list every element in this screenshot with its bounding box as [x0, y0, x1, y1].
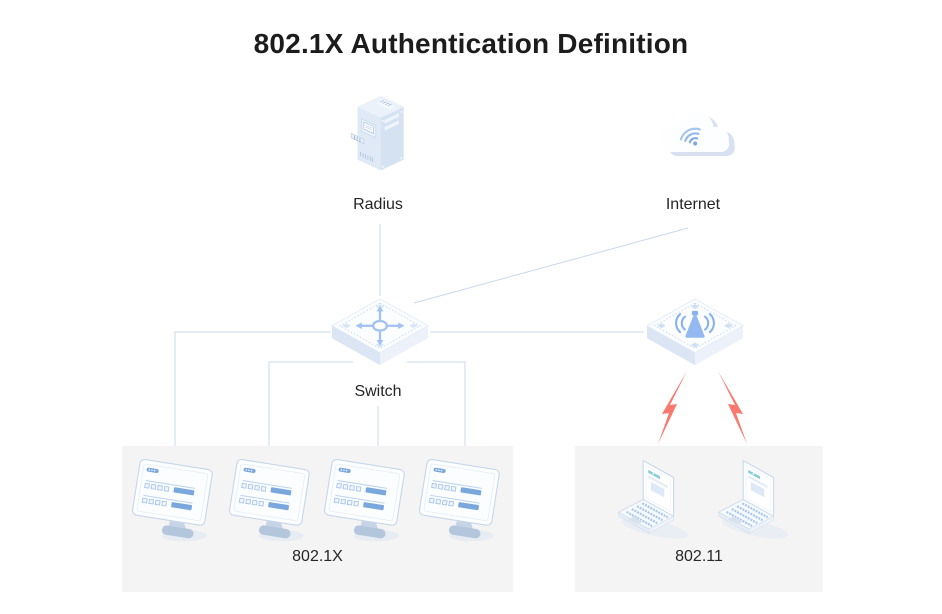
switch-crossarrows-icon [331, 298, 429, 366]
desktop-monitor-icon [323, 458, 405, 542]
node-switch [330, 297, 430, 368]
desktop-monitor-icon [131, 458, 213, 542]
wireless-ap-icon [646, 298, 744, 366]
wireless-group-label: 802.11 [675, 548, 723, 565]
wired-group-panel: 802.1X [122, 446, 513, 592]
cloud-wifi-icon [662, 111, 735, 156]
desktop-monitor-icon [228, 458, 310, 542]
radius-label: Radius [353, 196, 403, 213]
antenna-icon [675, 310, 715, 338]
node-radius [348, 89, 410, 185]
server-tower-icon [350, 96, 405, 171]
laptop-icon [718, 460, 789, 539]
switch-label: Switch [354, 383, 402, 400]
lightning-icon [658, 371, 687, 444]
connector-switch-desktop-2 [268, 361, 353, 446]
node-access-point [645, 297, 745, 368]
desktop-monitor-icon [418, 458, 500, 542]
wireless-group-panel: 802.11 [575, 446, 823, 592]
internet-label: Internet [665, 196, 721, 213]
connector-switch-desktop-4 [407, 361, 466, 446]
connector-internet-switch [413, 227, 689, 304]
laptop-icon [618, 460, 689, 539]
page-title: 802.1X Authentication Definition [253, 28, 689, 59]
node-internet [646, 100, 742, 176]
wifi-icon [679, 127, 701, 146]
lightning-icon [718, 371, 747, 444]
wired-group-label: 802.1X [292, 548, 343, 565]
